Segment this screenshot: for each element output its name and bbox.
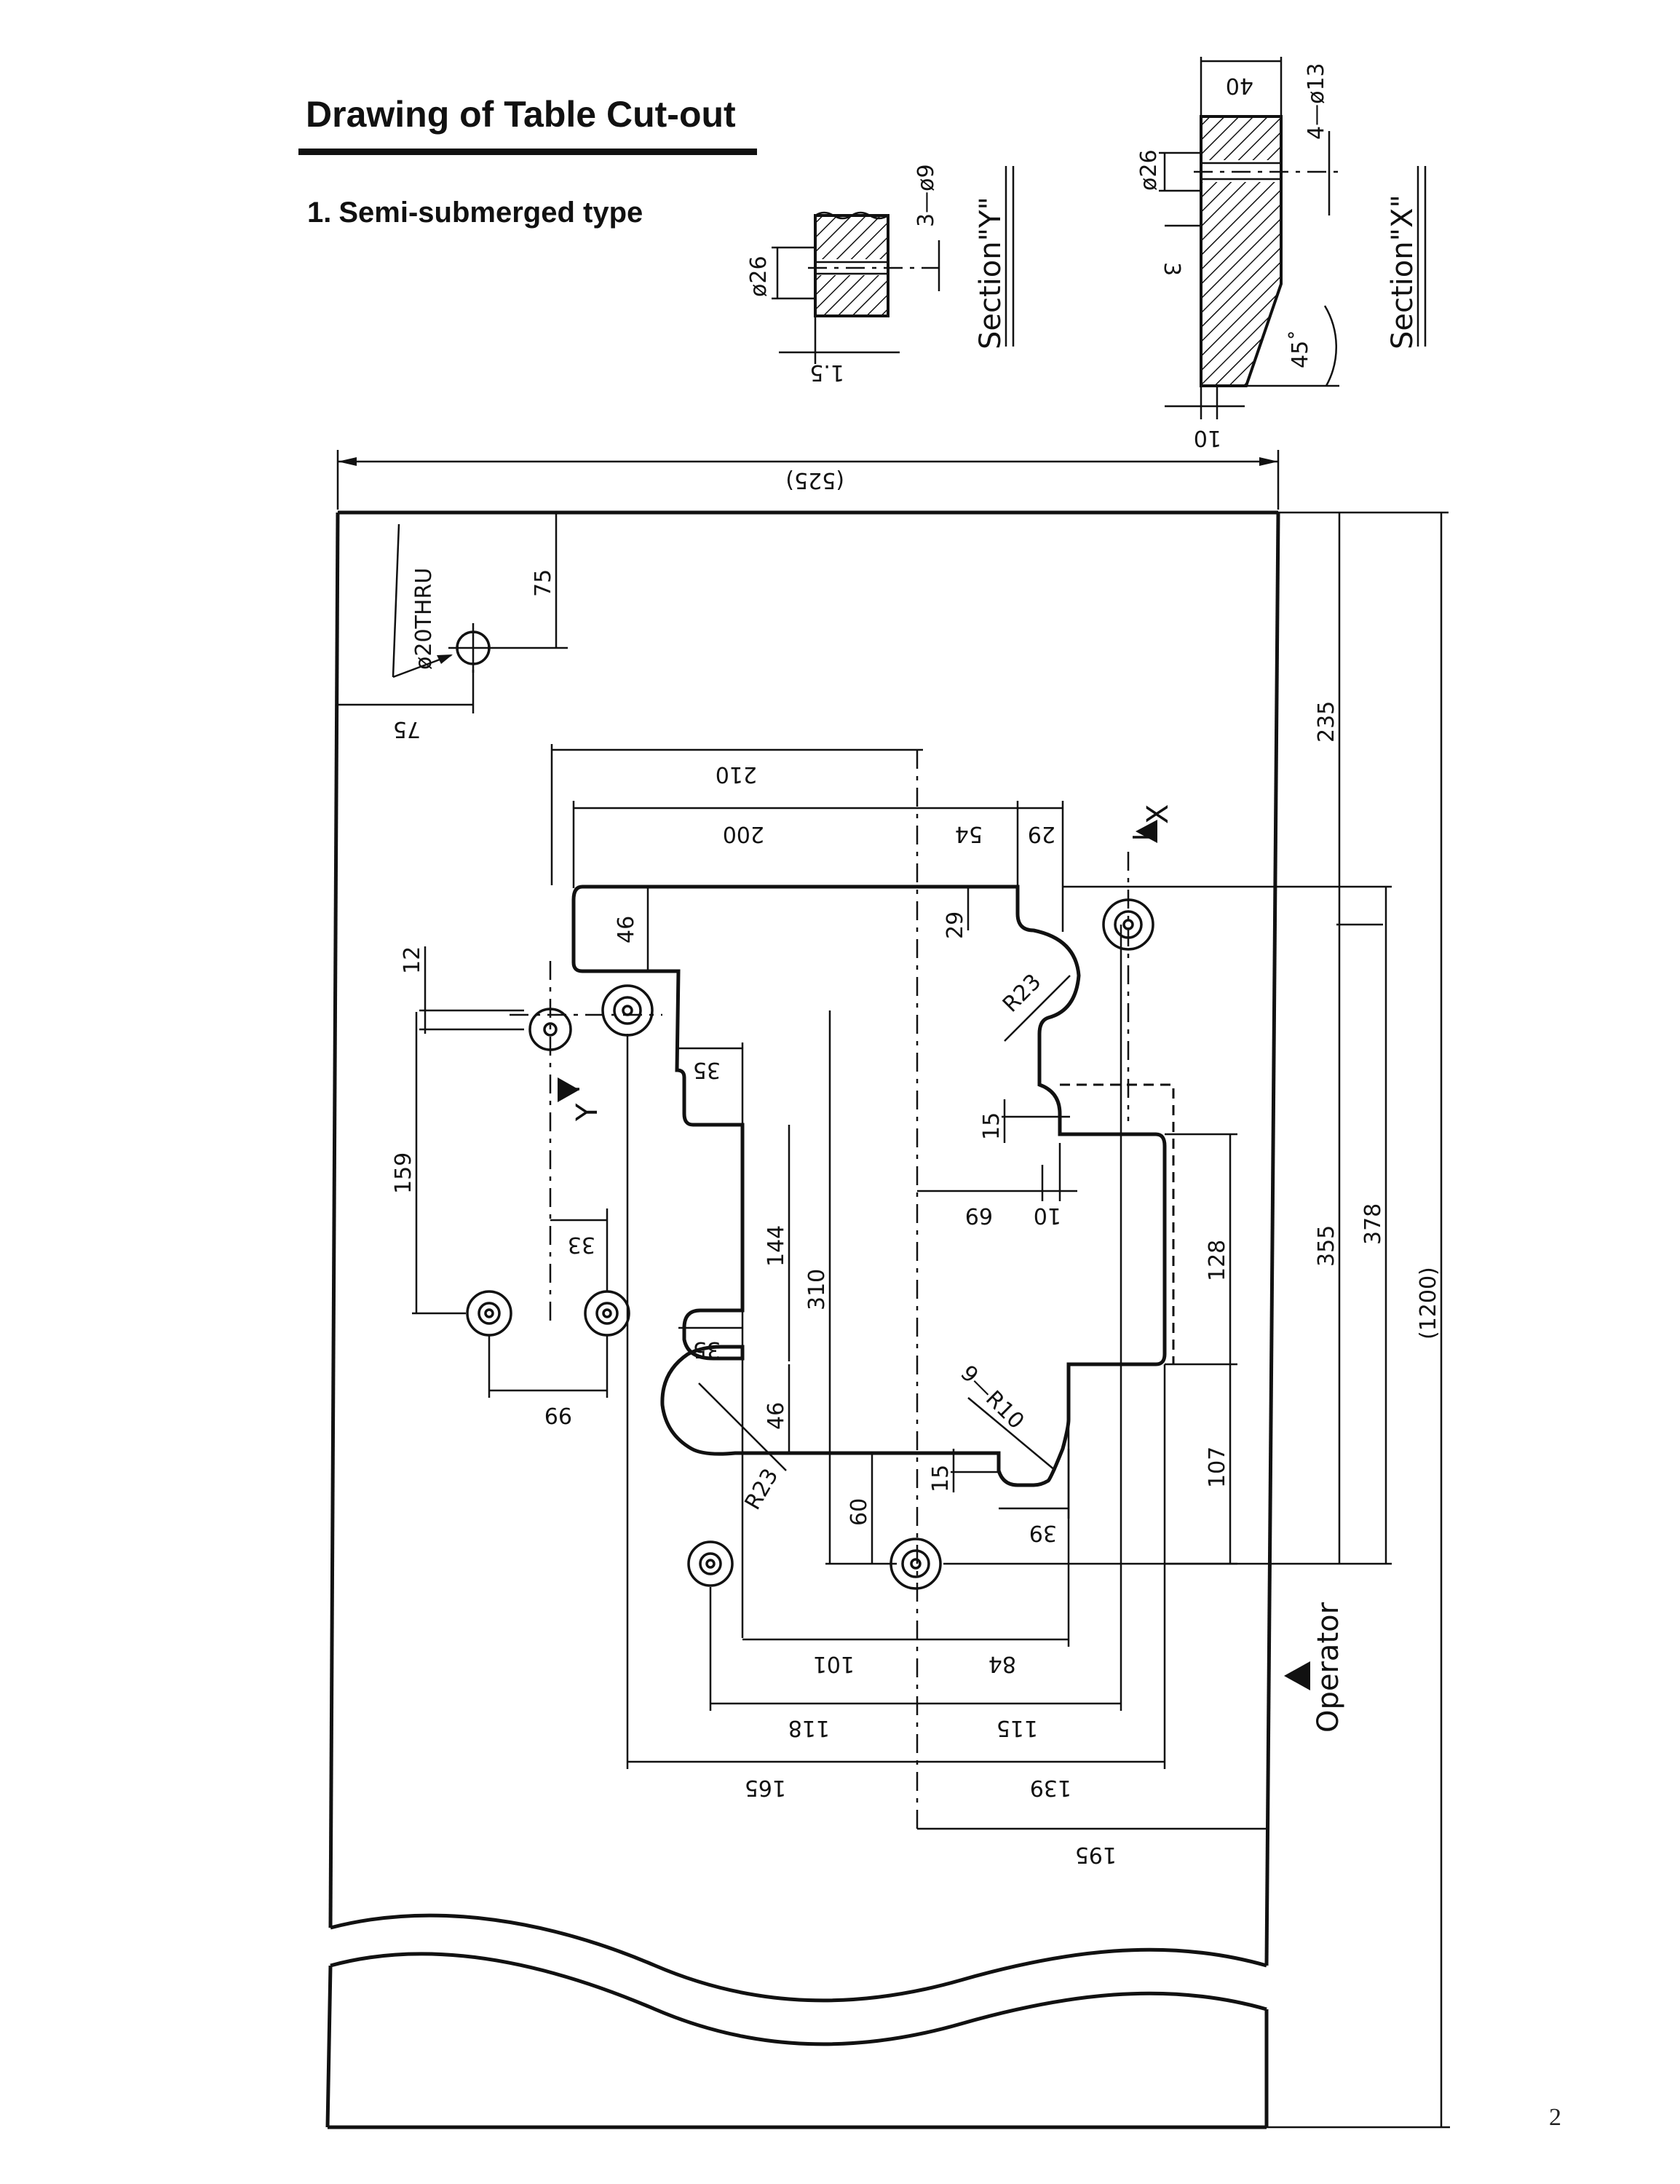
dim-139: 139: [1030, 1775, 1071, 1800]
thru-hole-top-left: [448, 623, 502, 673]
dim-107: 107: [1205, 1447, 1230, 1488]
dim-35-upper: 35: [693, 1057, 721, 1083]
cutout-outline: [571, 885, 1167, 1487]
break-line-lower: [330, 1952, 1267, 2046]
dim-29-notch: 29: [943, 911, 968, 939]
section-y-view: ø26 3—ø9 1.5 Section"Y": [746, 164, 1015, 385]
dim-54: 54: [955, 821, 983, 847]
dim-46-top: 46: [614, 916, 639, 943]
hole-y-3: [584, 1290, 630, 1337]
hole-y-2: [466, 1290, 512, 1337]
section-number: 1.: [307, 197, 332, 229]
overall-length-dim: (1200): [1416, 1267, 1441, 1340]
section-x-width-dim: 40: [1226, 73, 1253, 98]
dim-101: 101: [813, 1651, 855, 1677]
page-title: Drawing of Table Cut-out: [306, 94, 736, 135]
dim-r23-bottom: R23: [740, 1464, 784, 1514]
section-y-counterbore-dim: ø26: [746, 256, 772, 297]
dim-310: 310: [804, 1269, 830, 1310]
dim-46-lower: 46: [764, 1402, 789, 1430]
title-underline: [298, 149, 757, 155]
section-heading: 1. Semi-submerged type: [307, 195, 643, 229]
break-line-upper: [330, 1913, 1267, 2003]
hole-x-4: [889, 1538, 942, 1590]
dim-60: 60: [847, 1498, 872, 1526]
hole-x-3: [687, 1540, 734, 1587]
dim-15-lower: 15: [928, 1465, 954, 1492]
hole-x-1: [601, 984, 654, 1037]
dim-12: 12: [400, 946, 425, 974]
section-x-body: [1200, 115, 1283, 387]
dim-75-top: 75: [531, 569, 556, 597]
dim-195: 195: [1075, 1842, 1117, 1867]
dim-33: 33: [568, 1232, 595, 1257]
dim-39: 39: [1029, 1520, 1057, 1546]
section-x-counterbore-dim: ø26: [1136, 149, 1162, 191]
operator-label: Operator: [1312, 1602, 1345, 1733]
dim-99: 99: [544, 1402, 572, 1428]
dim-69: 69: [965, 1203, 993, 1228]
dim-r23-top: R23: [998, 969, 1046, 1017]
dim-210: 210: [716, 761, 757, 787]
page-number: 2: [1549, 2104, 1561, 2131]
section-x-edge-dim: 10: [1194, 425, 1221, 451]
section-y-depth-dim: 1.5: [809, 360, 844, 385]
dim-165: 165: [745, 1775, 786, 1800]
overall-width-dim: (525): [785, 467, 844, 493]
dim-9-r10: 9—R10: [955, 1361, 1029, 1434]
dim-159: 159: [391, 1152, 416, 1194]
dim-200: 200: [723, 821, 764, 847]
dim-35-lower: 35: [693, 1337, 721, 1362]
dim-355: 355: [1314, 1225, 1339, 1267]
table-left-edge-upper: [328, 512, 340, 1928]
section-x-view: 40 4—ø13 ø26 3 45˚ 10 Section"X": [1136, 57, 1427, 451]
dim-15-upper: 15: [979, 1112, 1005, 1140]
dim-75-left: 75: [393, 716, 421, 742]
section-mark-x: X: [1141, 804, 1175, 824]
section-y-label: Section"Y": [974, 197, 1007, 349]
section-title: Semi-submerged type: [338, 197, 643, 229]
section-x-holes-dim: 4—ø13: [1304, 63, 1329, 140]
section-x-depth-dim: 3: [1159, 262, 1184, 276]
dim-118: 118: [788, 1715, 830, 1741]
section-mark-y: Y: [571, 1103, 604, 1122]
dim-144: 144: [764, 1225, 789, 1267]
section-x-angle-dim: 45˚: [1288, 330, 1313, 368]
section-x-label: Section"X": [1386, 194, 1419, 349]
table-plan-view: (525): [325, 450, 1450, 2129]
thru-hole-label: ø20THRU: [411, 568, 437, 670]
dim-29-top: 29: [1028, 821, 1055, 847]
hidden-edge: [1060, 1083, 1175, 1364]
section-y-break-line: [815, 211, 889, 220]
dim-115: 115: [996, 1715, 1038, 1741]
section-y-holes-dim: 3—ø9: [914, 164, 939, 227]
dim-235: 235: [1314, 701, 1339, 743]
dim-128: 128: [1205, 1240, 1230, 1281]
table-right-edge-upper: [1264, 512, 1280, 1966]
table-left-edge-lower: [325, 1965, 333, 2128]
operator-arrow-icon: [1284, 1661, 1310, 1690]
dim-84: 84: [988, 1651, 1016, 1677]
dim-378: 378: [1360, 1203, 1386, 1245]
dim-10: 10: [1034, 1203, 1061, 1228]
